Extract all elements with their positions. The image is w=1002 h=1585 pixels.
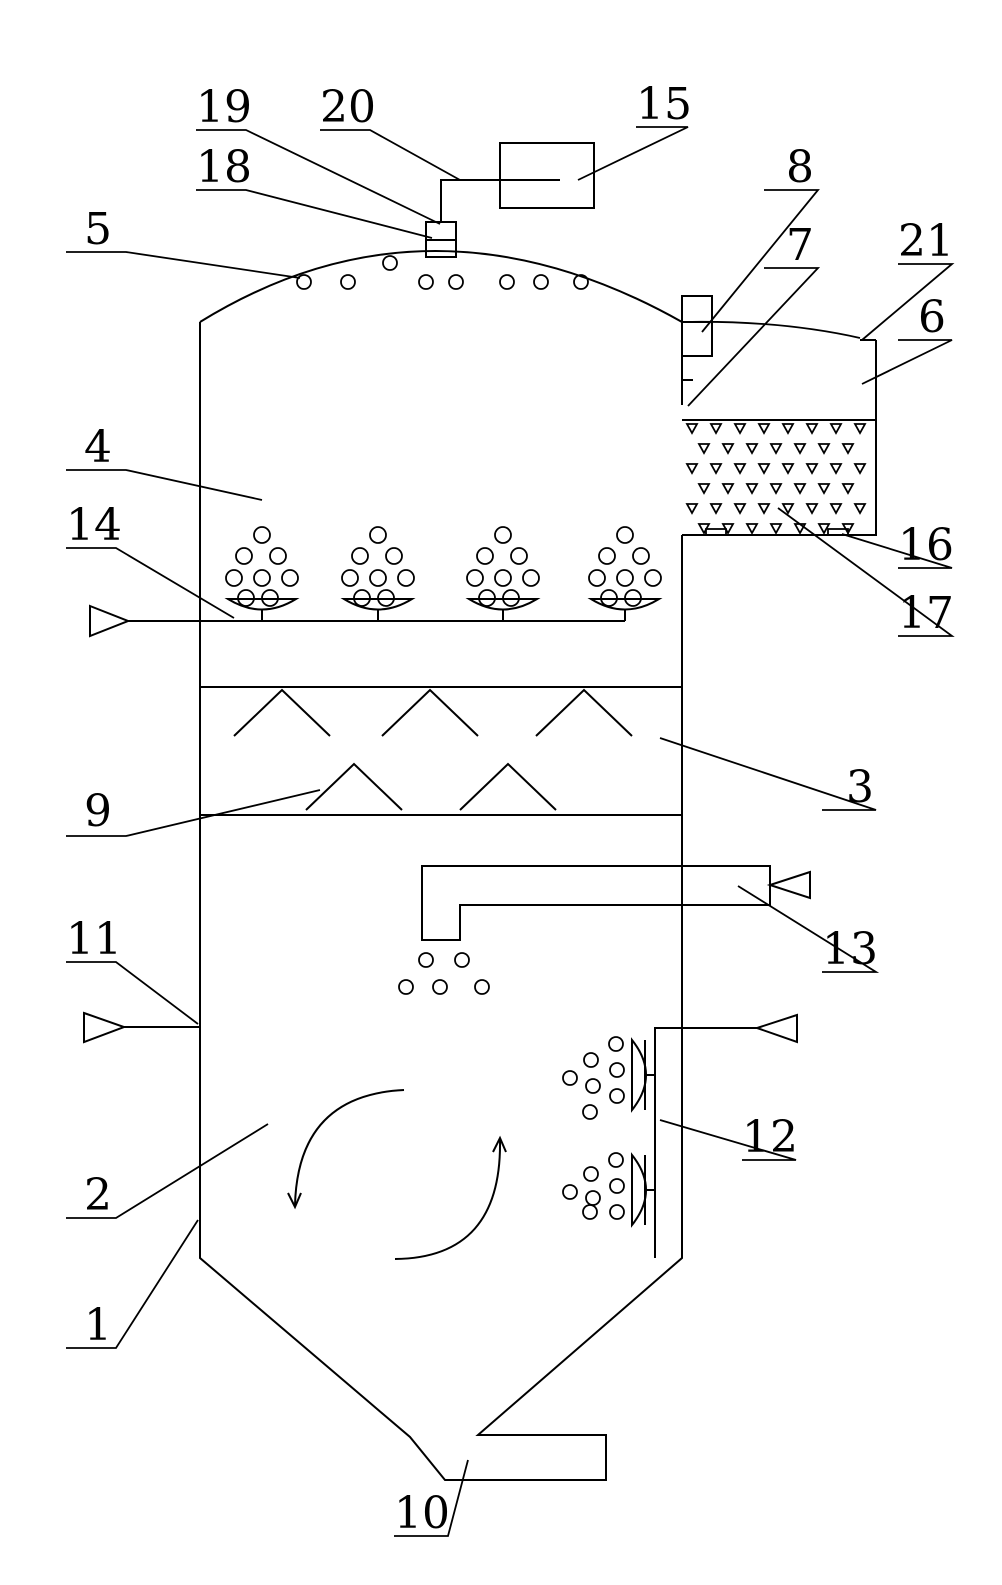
label-16: 16 xyxy=(898,520,954,571)
circulation-arrows xyxy=(287,1089,507,1260)
label-7: 7 xyxy=(786,220,814,271)
baffle-section xyxy=(200,686,682,816)
aerator-12 xyxy=(562,1013,798,1258)
label-5: 5 xyxy=(84,204,112,255)
label-4: 4 xyxy=(84,422,112,473)
filter-media xyxy=(685,423,867,535)
label-15: 15 xyxy=(636,79,692,130)
label-9: 9 xyxy=(84,786,112,837)
label-14: 14 xyxy=(66,500,122,551)
label-11: 11 xyxy=(66,914,122,965)
label-21: 21 xyxy=(898,216,954,267)
label-17: 17 xyxy=(898,588,954,639)
label-10: 10 xyxy=(394,1488,450,1539)
label-13: 13 xyxy=(822,924,878,975)
leader-lines xyxy=(66,126,955,1537)
side-chamber xyxy=(681,295,877,536)
feed-pipe-13 xyxy=(398,865,811,995)
label-6: 6 xyxy=(918,292,946,343)
label-18: 18 xyxy=(196,142,252,193)
label-19: 19 xyxy=(196,82,252,133)
controller-box-15 xyxy=(499,142,595,209)
bubble-dishes xyxy=(224,526,663,621)
label-8: 8 xyxy=(786,142,814,193)
label-1: 1 xyxy=(84,1300,112,1351)
label-2: 2 xyxy=(84,1170,112,1221)
distributor-14 xyxy=(89,604,625,638)
top-outlet xyxy=(425,142,595,258)
label-3: 3 xyxy=(846,762,874,813)
dome-bubbles xyxy=(296,255,589,290)
label-12: 12 xyxy=(742,1112,798,1163)
inlet-11 xyxy=(83,1011,200,1044)
label-20: 20 xyxy=(320,82,376,133)
filter-heaters xyxy=(705,528,849,536)
numeric-labels: 1 2 3 4 5 6 7 8 9 10 11 12 13 14 15 16 1… xyxy=(66,79,954,1539)
valve-8 xyxy=(681,295,713,357)
